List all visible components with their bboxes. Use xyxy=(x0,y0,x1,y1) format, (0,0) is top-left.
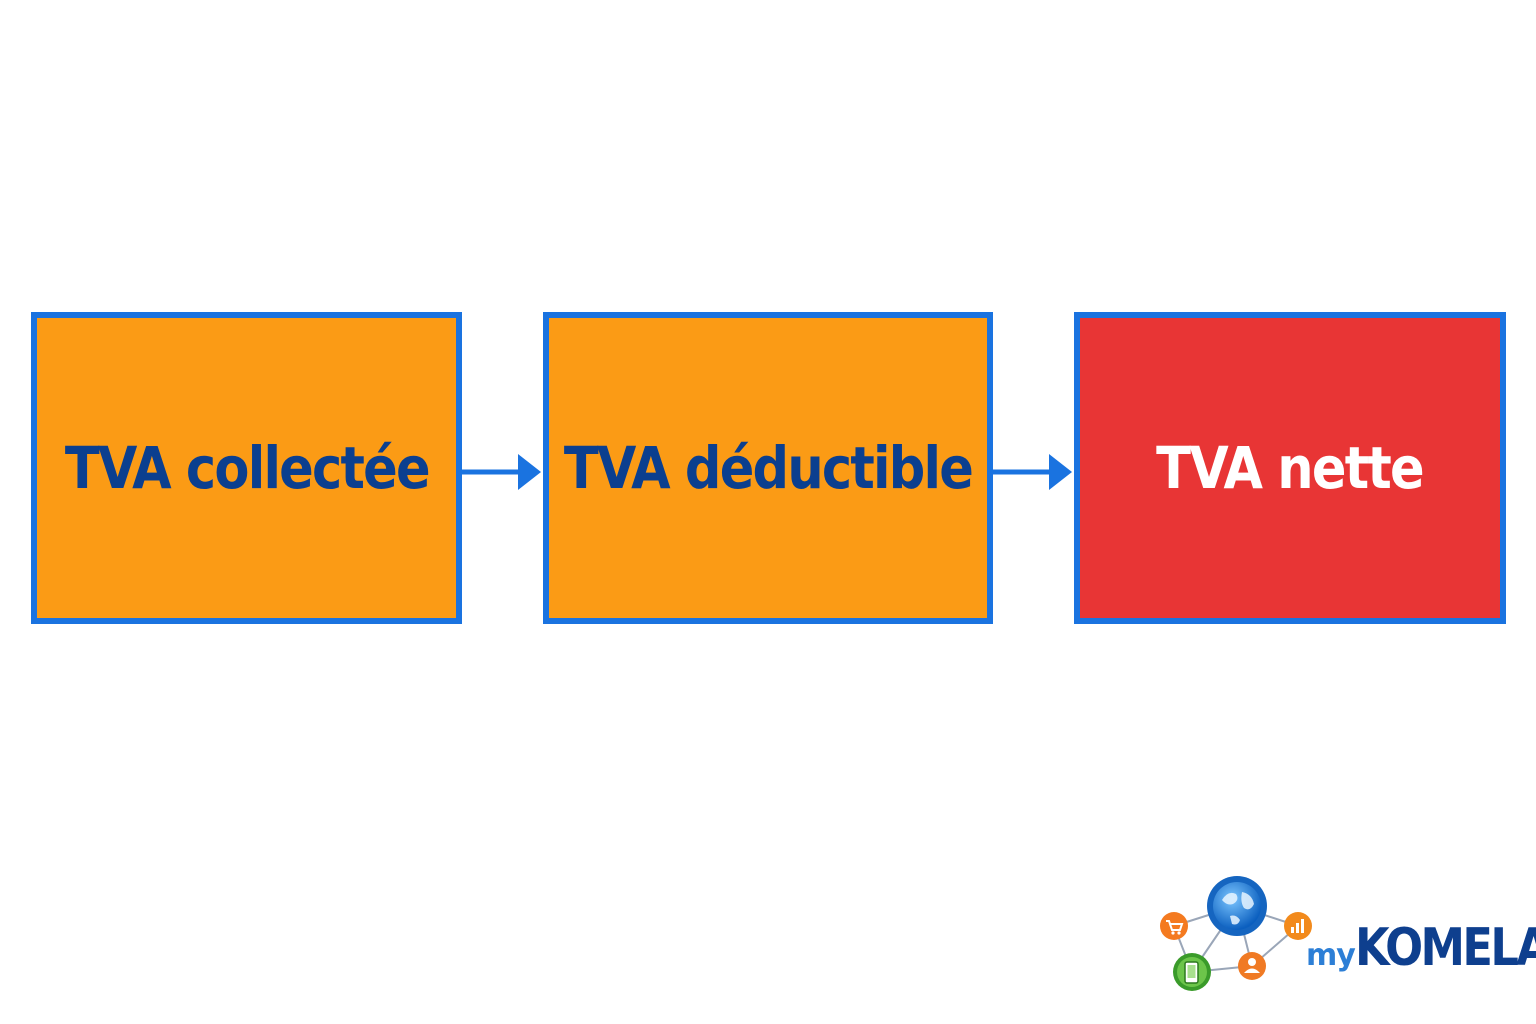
brand-wordmark: myKOMELA xyxy=(1306,918,1536,978)
cart-icon xyxy=(1160,912,1188,940)
phone-icon xyxy=(1173,953,1211,991)
step-label: TVA collectée xyxy=(64,434,430,502)
step-label: TVA déductible xyxy=(563,434,974,502)
mykomela-logo-icon xyxy=(1160,876,1312,991)
step-box-tva-nette: TVA nette xyxy=(1074,312,1506,624)
step-box-tva-collectee: TVA collectée xyxy=(31,312,462,624)
arrow-right-icon xyxy=(462,454,541,490)
step-label: TVA nette xyxy=(1156,434,1425,502)
step-box-tva-deductible: TVA déductible xyxy=(543,312,993,624)
arrow-right-icon xyxy=(993,454,1072,490)
user-icon xyxy=(1238,952,1266,980)
chart-icon xyxy=(1284,912,1312,940)
globe-icon xyxy=(1207,876,1267,936)
brand-name: KOMELA xyxy=(1354,918,1536,978)
brand-prefix: my xyxy=(1306,938,1356,973)
